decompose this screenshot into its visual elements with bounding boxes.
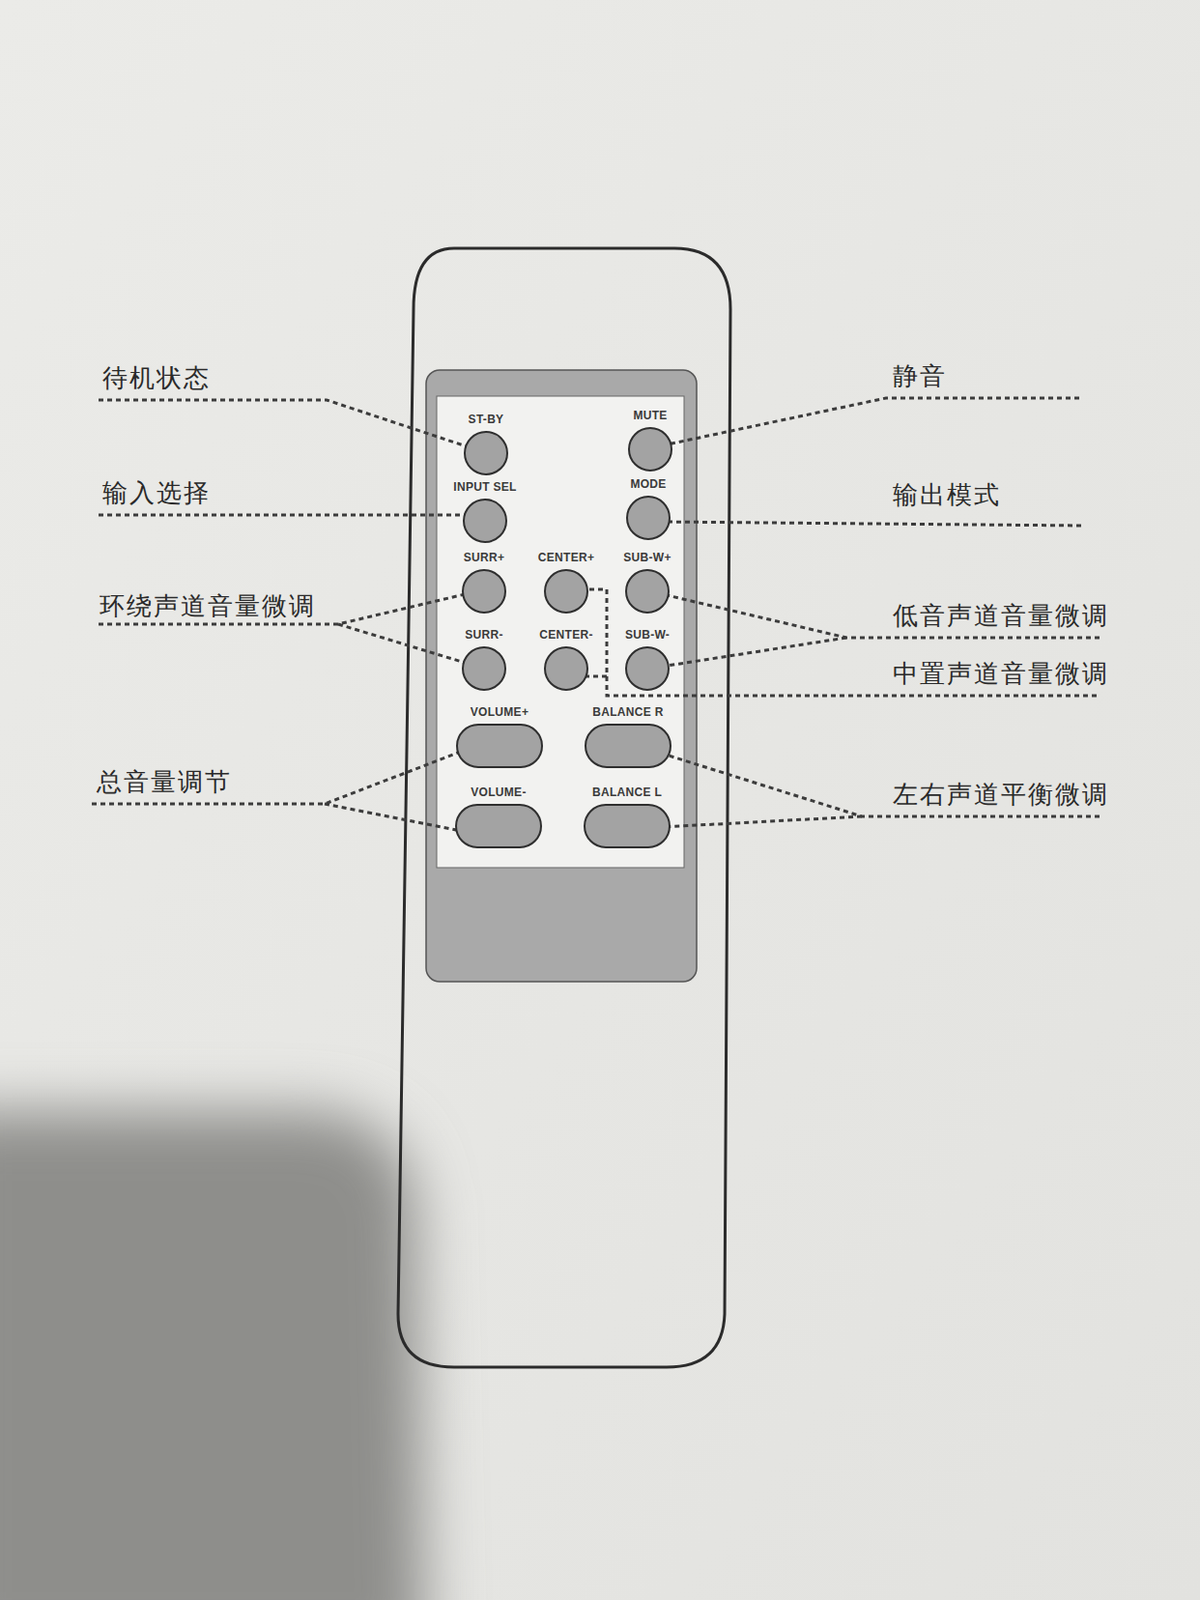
leader-line [98, 591, 478, 625]
key-panel [426, 370, 697, 982]
button-label: CENTER+ [538, 550, 595, 565]
round-button: CENTER- [543, 646, 589, 691]
callout-label: 低音声道音量微调 [892, 600, 1110, 631]
button-label: VOLUME+ [470, 705, 529, 719]
button-label: CENTER- [539, 628, 593, 642]
leader-line [662, 398, 1080, 446]
callout-label: 静音 [892, 360, 947, 392]
leader-line [660, 637, 847, 667]
callout-label: 左右声道平衡微调 [892, 778, 1110, 810]
leader-line [324, 803, 466, 832]
key-window [436, 396, 685, 868]
leader-line [98, 514, 470, 517]
callout-label: 待机状态 [102, 362, 211, 394]
round-button: SURR- [461, 646, 507, 691]
button-label: INPUT SEL [453, 480, 516, 494]
button-label: MODE [629, 477, 666, 491]
oval-button: BALANCE R [584, 723, 672, 769]
round-button: MODE [626, 495, 671, 541]
button-label: ST-BY [468, 412, 505, 427]
leader-line [643, 816, 862, 829]
round-button: MUTE [628, 427, 673, 472]
leader-line [91, 749, 466, 804]
callout-label: 输出模式 [892, 479, 1001, 511]
callout-label: 中置声道音量微调 [892, 657, 1110, 689]
button-label: MUTE [632, 408, 667, 423]
button-label: SUB-W- [625, 628, 670, 642]
hand-shadow [0, 1111, 426, 1600]
callout-label: 总音量调节 [96, 766, 232, 798]
leader-line [659, 521, 1082, 526]
button-label: BALANCE R [592, 705, 663, 719]
button-label: VOLUME- [470, 785, 526, 800]
remote-body [398, 248, 731, 1368]
oval-button: BALANCE L [583, 803, 671, 849]
oval-button: VOLUME+ [456, 723, 543, 769]
leader-line [98, 400, 476, 450]
oval-button: VOLUME- [455, 803, 543, 849]
round-button: SUB-W- [625, 646, 670, 691]
callout-label: 环绕声道音量微调 [99, 590, 316, 622]
round-button: ST-BY [463, 430, 509, 476]
round-button: SUB-W+ [625, 569, 670, 614]
leader-line [338, 624, 472, 665]
button-label: SURR- [464, 628, 504, 642]
callout-label: 输入选择 [102, 477, 211, 509]
button-label: BALANCE L [592, 785, 662, 800]
button-label: SURR+ [463, 550, 506, 565]
round-button: CENTER+ [543, 569, 589, 614]
button-label: SUB-W+ [623, 550, 671, 565]
round-button: SURR+ [461, 569, 507, 614]
round-button: INPUT SEL [462, 498, 508, 543]
